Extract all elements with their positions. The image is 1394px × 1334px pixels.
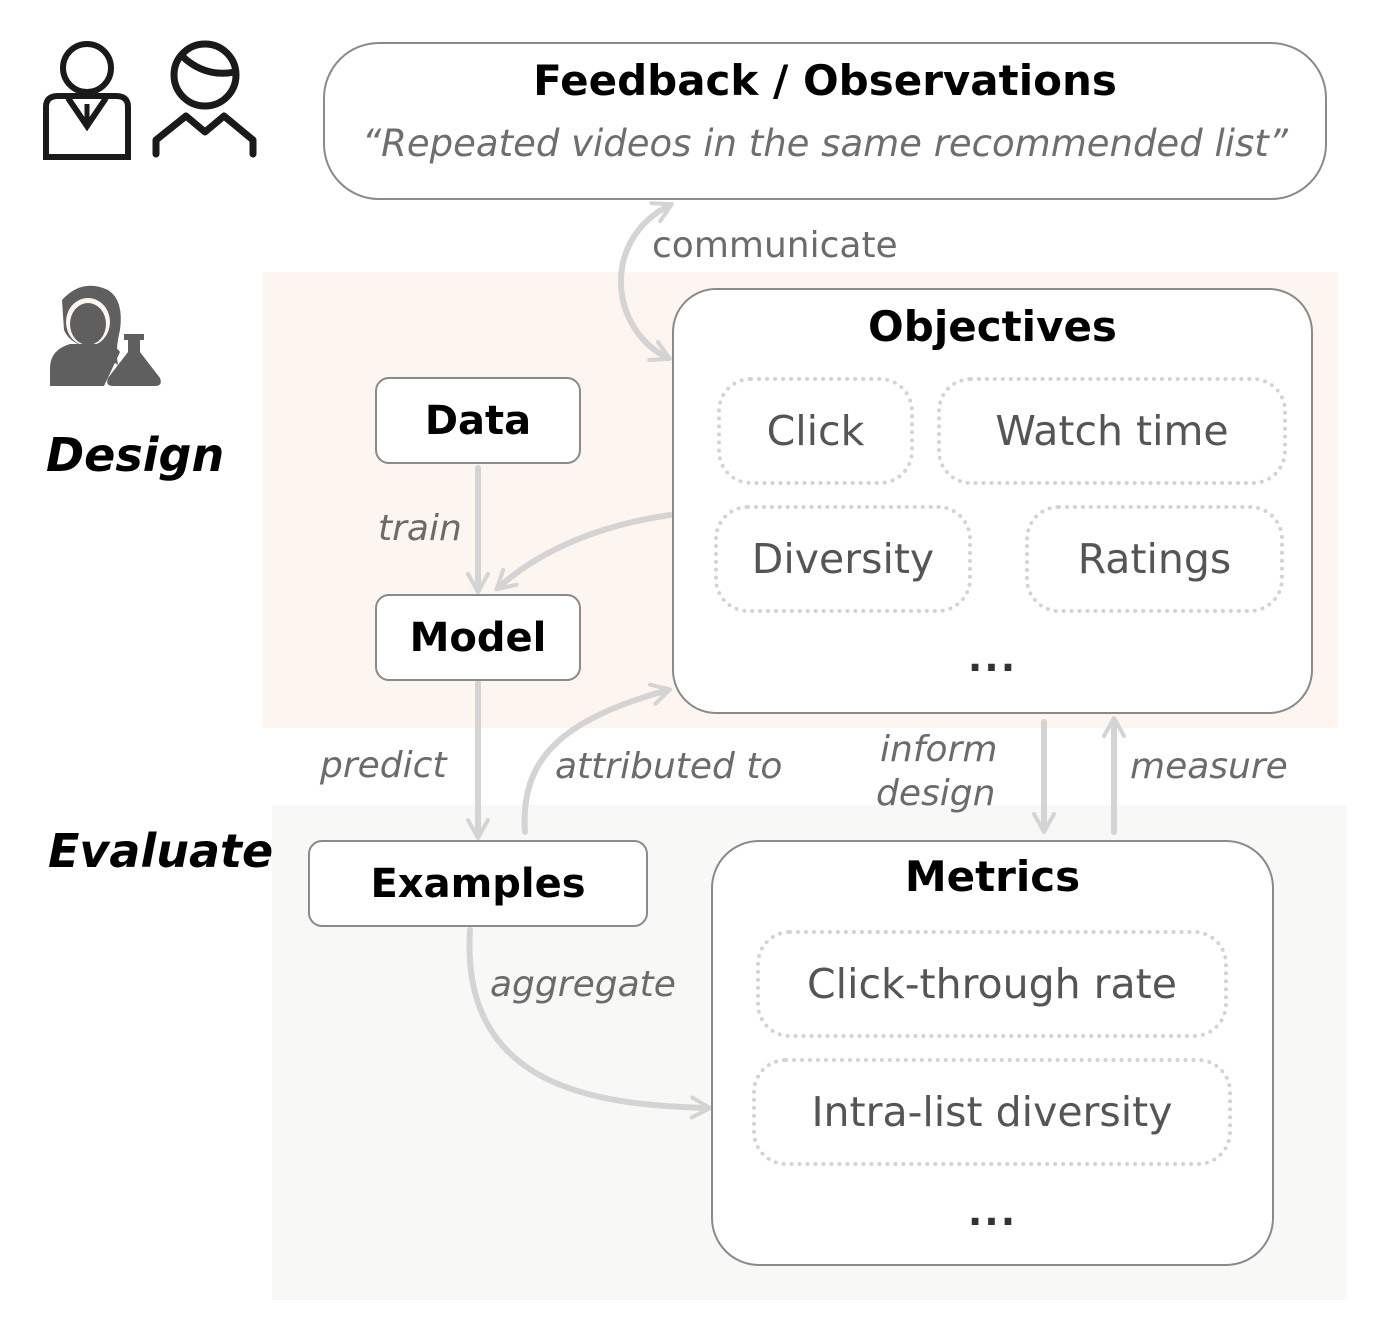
label-design: design [876, 773, 996, 814]
feedback-quote: “Repeated videos in the same recommended… [362, 122, 1288, 165]
objectives-title: Objectives [868, 302, 1117, 351]
feedback-title: Feedback / Observations [533, 56, 1117, 105]
objective-click: Click [717, 377, 914, 485]
metrics-title: Metrics [904, 852, 1081, 901]
metrics-box: Metrics [711, 840, 1274, 1266]
objective-watch-time: Watch time [937, 377, 1287, 485]
label-attributed-to: attributed to [555, 746, 783, 787]
label-inform: inform [880, 729, 998, 770]
data-node: Data [375, 377, 581, 464]
objectives-more: ... [967, 636, 1018, 680]
attributed-to-arrow [521, 682, 672, 835]
objectives-box: Objectives [672, 288, 1313, 714]
feedback-box: Feedback / Observations “Repeated videos… [323, 42, 1327, 200]
stage-design: Design [46, 428, 225, 482]
aggregate-arrow [466, 927, 712, 1120]
metric-intra-list-diversity: Intra-list diversity [752, 1058, 1232, 1166]
metric-click-through-rate: Click-through rate [756, 930, 1228, 1038]
label-train: train [378, 508, 462, 549]
label-communicate: communicate [652, 225, 898, 266]
objectives-to-model-arrow [494, 512, 673, 592]
objective-diversity: Diversity [714, 505, 972, 613]
model-node: Model [375, 594, 581, 681]
label-aggregate: aggregate [490, 964, 676, 1005]
label-measure: measure [1130, 746, 1288, 787]
objective-ratings: Ratings [1025, 505, 1284, 613]
label-predict: predict [320, 745, 447, 786]
examples-node: Examples [308, 840, 648, 927]
stage-evaluate: Evaluate [48, 824, 274, 878]
metrics-more: ... [967, 1190, 1018, 1234]
communicate-arrow [618, 201, 674, 363]
